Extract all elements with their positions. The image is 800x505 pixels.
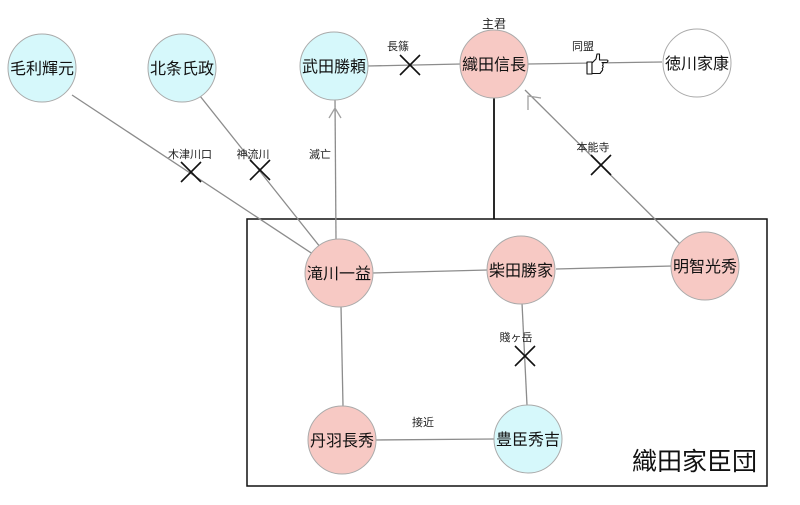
node-shibata[interactable]: 柴田勝家	[486, 235, 556, 305]
node-label: 豊臣秀吉	[496, 430, 560, 449]
edge-shibata-hideyoshi	[521, 302, 528, 406]
node-label: 徳川家康	[665, 54, 729, 73]
edge-niwa-hideyoshi	[375, 438, 495, 441]
node-label: 織田信長	[462, 55, 526, 74]
arrowhead-takeda	[328, 106, 342, 119]
edge-shibata-akechi	[555, 265, 673, 270]
node-hojo[interactable]: 北条氏政	[147, 33, 217, 103]
edge-label-approach: 接近	[412, 416, 434, 429]
node-niwa[interactable]: 丹羽長秀	[307, 405, 377, 475]
node-circle	[493, 404, 563, 474]
node-nobunaga[interactable]: 織田信長	[459, 29, 529, 99]
node-label: 滝川一益	[307, 264, 371, 283]
node-circle	[459, 29, 529, 99]
cross-icon	[249, 159, 271, 181]
edge-takigawa-shibata	[371, 269, 489, 274]
node-label: 丹羽長秀	[310, 431, 374, 450]
node-circle	[486, 235, 556, 305]
edge-label-alliance: 同盟	[572, 40, 594, 53]
node-circle	[304, 238, 374, 308]
edge-label-kannagawa: 神流川	[237, 147, 270, 161]
edge-label-honnoji: 本能寺	[577, 140, 610, 154]
edge-takigawa-takeda	[334, 97, 337, 241]
node-label: 北条氏政	[150, 59, 214, 78]
node-circle	[7, 33, 77, 103]
edge-label-kizugawaguchi: 木津川口	[168, 148, 212, 161]
node-hideyoshi[interactable]: 豊臣秀吉	[493, 404, 563, 474]
node-label: 武田勝頼	[302, 57, 366, 76]
cross-icon	[590, 154, 612, 176]
node-circle	[307, 405, 377, 475]
retainers-group-frame	[246, 218, 768, 487]
node-circle	[147, 33, 217, 103]
node-circle	[662, 28, 732, 98]
edge-hojo-takigawa	[199, 95, 341, 273]
edge-takeda-nobunaga	[367, 63, 462, 67]
node-label: 毛利輝元	[10, 59, 74, 78]
cross-icon	[514, 345, 536, 367]
retainers-group-label: 織田家臣団	[632, 447, 757, 476]
node-takigawa[interactable]: 滝川一益	[304, 238, 374, 308]
cross-icon	[180, 161, 202, 183]
node-label: 柴田勝家	[489, 261, 553, 280]
cross-icon	[399, 54, 421, 76]
edge-mouri-takigawa	[71, 94, 341, 273]
edge-label-metsubo: 滅亡	[309, 147, 331, 161]
arrowhead-nobunaga	[527, 95, 542, 110]
node-mouri[interactable]: 毛利輝元	[7, 33, 77, 103]
edge-label-nagashino: 長篠	[387, 39, 409, 53]
pointing-hand-icon	[586, 53, 609, 75]
node-ieyasu[interactable]: 徳川家康	[662, 28, 732, 98]
node-circle	[670, 231, 740, 301]
node-takeda[interactable]: 武田勝頼	[299, 31, 369, 101]
node-label: 明智光秀	[673, 257, 737, 276]
edge-label-shizugatake: 賤ヶ岳	[500, 330, 533, 344]
lord-title: 主君	[482, 17, 506, 31]
edge-takigawa-niwa	[340, 305, 344, 407]
node-circle	[299, 31, 369, 101]
node-akechi[interactable]: 明智光秀	[670, 231, 740, 301]
